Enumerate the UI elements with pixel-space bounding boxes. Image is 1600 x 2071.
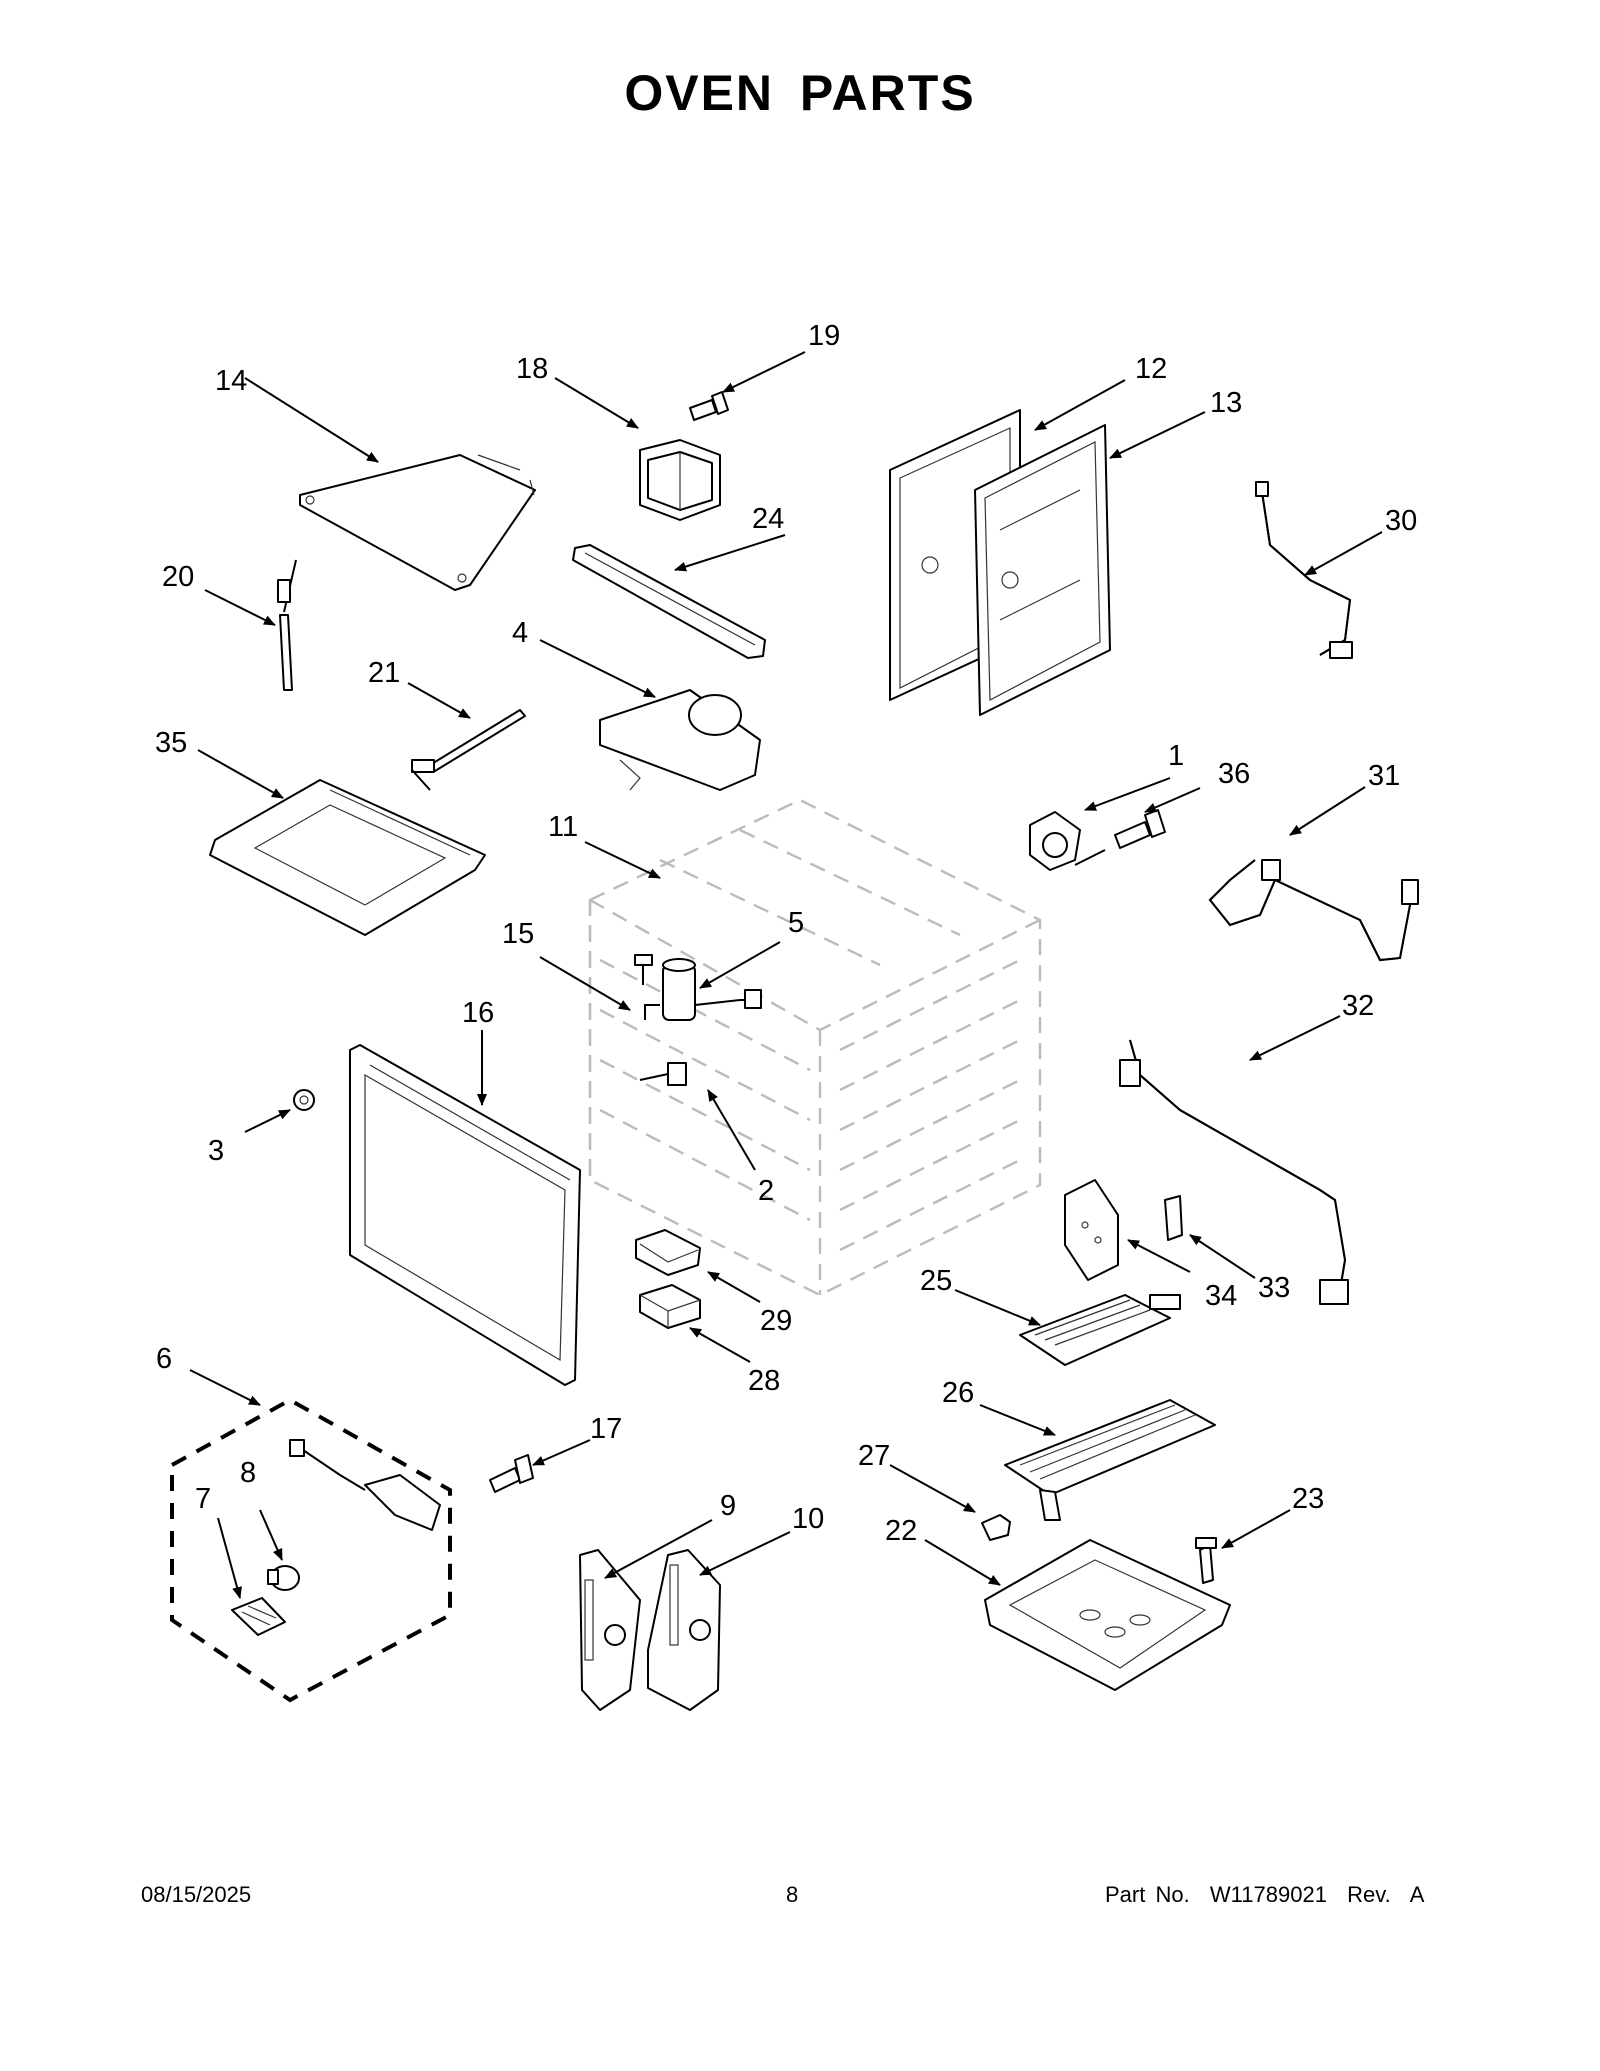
callout-31: 31 (1368, 760, 1400, 792)
callout-11: 11 (548, 811, 578, 843)
callout-26: 26 (942, 1377, 974, 1409)
callout-12: 12 (1135, 353, 1167, 385)
valve-assembly-4-drawing (599, 689, 761, 791)
screw-36-drawing (1114, 809, 1166, 849)
part-28-drawing (639, 1284, 701, 1329)
burner-25-drawing (1019, 1294, 1181, 1366)
screw-15-drawing (634, 954, 653, 985)
callout-13: 13 (1210, 387, 1242, 419)
tray-22-drawing (984, 1539, 1231, 1691)
callout-14: 14 (215, 365, 247, 397)
sensor-2-drawing (639, 1062, 687, 1086)
callout-17: 17 (590, 1413, 622, 1445)
callout-29: 29 (760, 1305, 792, 1337)
bracket-34-drawing (1064, 1179, 1119, 1281)
light-kit-6-drawing (170, 1397, 452, 1703)
footer-page-number: 8 (786, 1882, 799, 1907)
rear-panel-13-drawing (974, 424, 1111, 716)
callout-19: 19 (808, 320, 840, 352)
callout-9: 9 (720, 1490, 736, 1522)
hinge-9-drawing (579, 1549, 641, 1711)
callout-3: 3 (208, 1135, 224, 1167)
footer-date: 08/15/2025 (141, 1882, 252, 1907)
callout-21: 21 (368, 657, 400, 689)
top-baffle-drawing (299, 454, 536, 591)
igniter-20-drawing (277, 559, 297, 691)
clip-27-drawing (981, 1514, 1011, 1541)
thermostat-1-drawing (1029, 811, 1106, 871)
burner-26-drawing (1004, 1399, 1216, 1521)
broil-pan-35-drawing (209, 779, 486, 936)
frame-16-drawing (349, 1044, 581, 1386)
callout-7: 7 (195, 1483, 211, 1515)
callout-20: 20 (162, 561, 194, 593)
callout-4: 4 (512, 617, 528, 649)
callout-32: 32 (1342, 990, 1374, 1022)
callout-15: 15 (502, 918, 534, 950)
gas-tube-31-drawing (1208, 859, 1419, 962)
callout-5: 5 (788, 907, 804, 939)
gas-tube-32-drawing (1119, 1039, 1349, 1305)
callout-18: 18 (516, 353, 548, 385)
callout-23: 23 (1292, 1483, 1324, 1515)
callout-36: 36 (1218, 758, 1250, 790)
callout-labels: 1 2 3 4 5 6 7 8 9 10 11 12 13 14 15 16 1… (155, 320, 1417, 1547)
callout-28: 28 (748, 1365, 780, 1397)
callout-16: 16 (462, 997, 494, 1029)
callout-10: 10 (792, 1503, 824, 1535)
callout-35: 35 (155, 727, 187, 759)
callout-1: 1 (1168, 740, 1184, 772)
callout-27: 27 (858, 1440, 890, 1472)
callout-30: 30 (1385, 505, 1417, 537)
part-29-drawing (635, 1229, 701, 1276)
bracket-33-drawing (1164, 1195, 1183, 1241)
callout-25: 25 (920, 1265, 952, 1297)
screw-17-drawing (489, 1454, 534, 1493)
callout-33: 33 (1258, 1272, 1290, 1304)
igniter-21-drawing (411, 709, 526, 791)
callout-24: 24 (752, 503, 784, 535)
gas-tube-30-drawing (1255, 481, 1353, 659)
oven-cavity-drawing (588, 798, 1042, 1297)
callout-6: 6 (156, 1343, 172, 1375)
callout-22: 22 (885, 1515, 917, 1547)
igniter-5-drawing (644, 958, 762, 1021)
screw-19-drawing (689, 391, 729, 421)
callout-8: 8 (240, 1457, 256, 1489)
callout-2: 2 (758, 1175, 774, 1207)
page-title: OVEN PARTS (624, 65, 976, 121)
footer-part-number: Part No. W11789021 Rev. A (1105, 1882, 1425, 1907)
hinge-10-drawing (647, 1549, 721, 1711)
screw-23-drawing (1195, 1537, 1217, 1584)
vent-duct-drawing (639, 439, 721, 521)
callout-34: 34 (1205, 1280, 1237, 1312)
bracket-24-drawing (572, 544, 766, 659)
leader-lines (189, 351, 1383, 1599)
bumper-3-drawing (293, 1089, 315, 1111)
